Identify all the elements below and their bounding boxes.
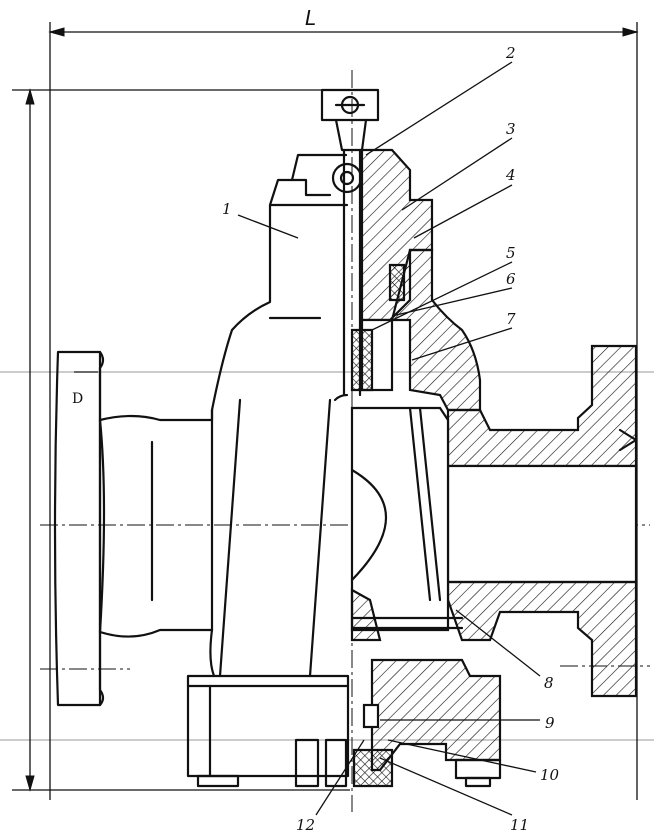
callout-4: 4 — [505, 166, 516, 184]
valve-body-exterior: D — [53, 153, 350, 788]
callout-5: 5 — [506, 244, 516, 262]
callout-6: 6 — [506, 270, 516, 288]
svg-text:D: D — [72, 391, 83, 407]
callout-1: 1 — [222, 200, 232, 218]
callout-7: 7 — [506, 310, 516, 328]
callout-9: 9 — [545, 714, 555, 732]
callout-3: 3 — [506, 120, 516, 138]
callout-2: 2 — [505, 44, 516, 62]
callout-11: 11 — [510, 816, 529, 834]
callout-10: 10 — [540, 766, 560, 784]
callout-8: 8 — [544, 674, 554, 692]
dimension-label-L: L — [305, 6, 316, 30]
dimension-height — [12, 88, 360, 792]
callout-12: 12 — [296, 816, 315, 834]
valve-body-section — [350, 148, 638, 788]
callouts: 1 2 3 4 5 6 7 8 9 10 11 12 — [222, 44, 560, 834]
